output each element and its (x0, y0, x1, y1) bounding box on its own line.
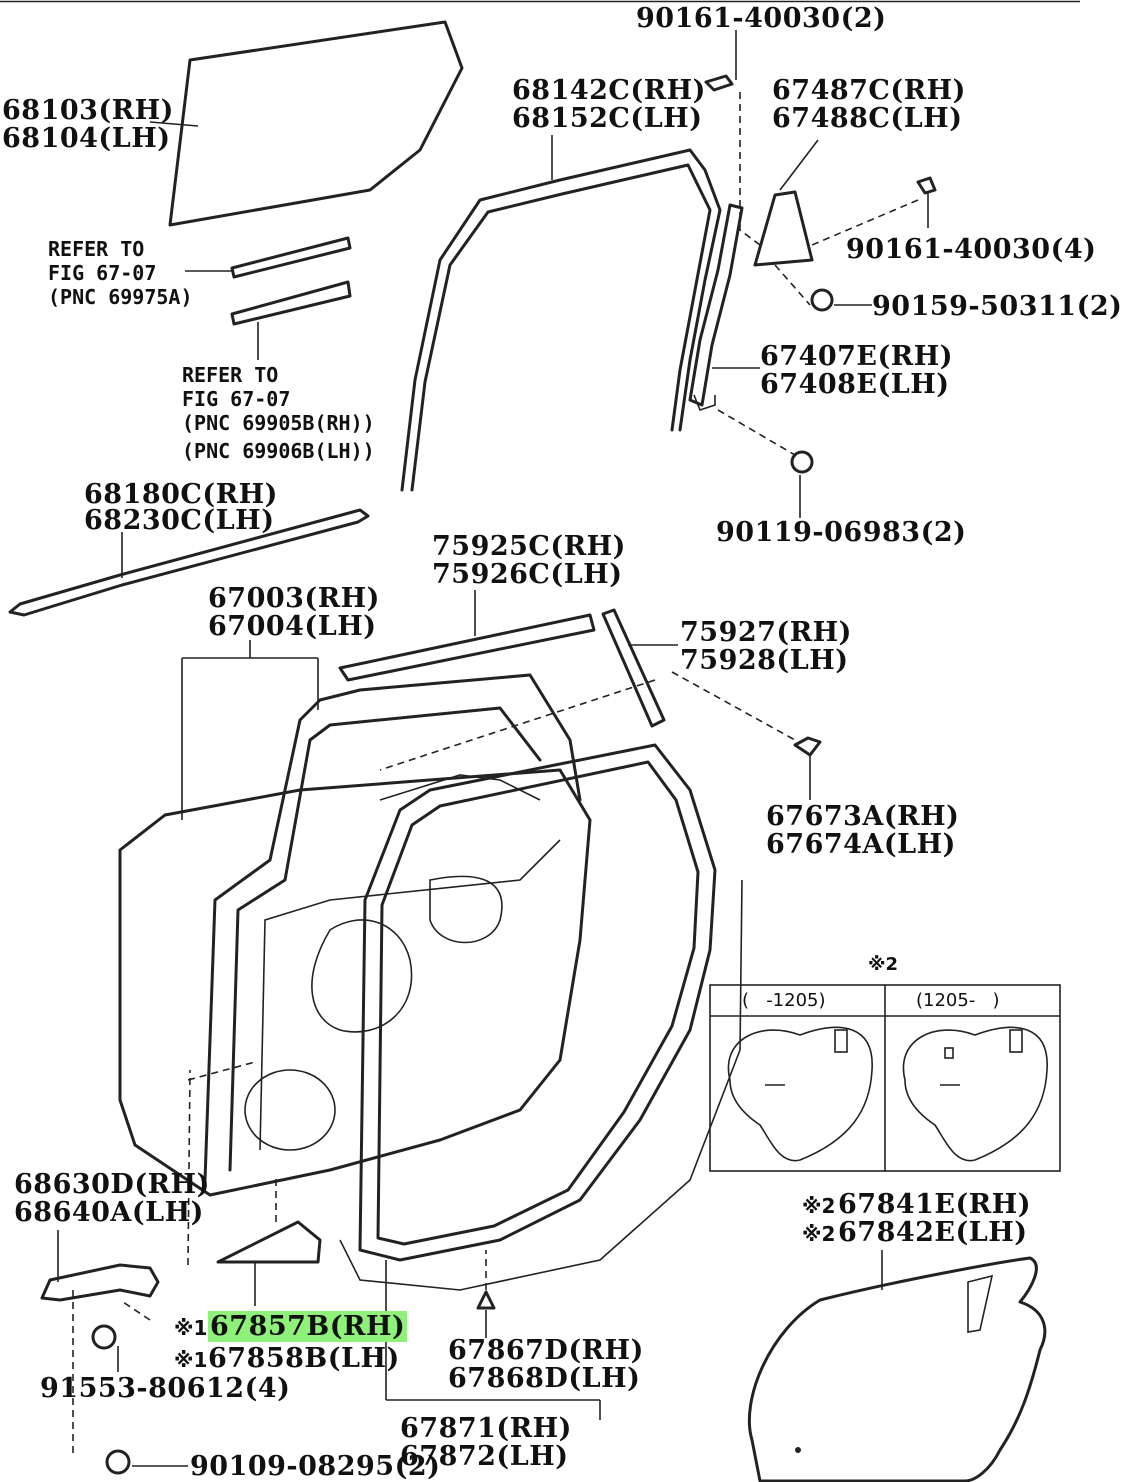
label-67673a: 67673A(RH) (766, 801, 960, 832)
inset-title: ※2 (868, 954, 899, 975)
label-75928: 75928(LH) (680, 645, 849, 676)
service-hole-cover-drawing (216, 1175, 322, 1306)
screw-icon (916, 176, 937, 228)
label-68152c: 68152C(LH) (512, 103, 703, 134)
label-67858b: 67858B(LH) (208, 1343, 400, 1374)
label-68142c: 68142C(RH) (512, 75, 706, 106)
label-75925c: 75925C(RH) (432, 531, 626, 562)
refer-note-2-line1: REFER TO (182, 363, 279, 387)
door-glass-drawing (149, 20, 464, 227)
label-91553-80612: 91553-80612(4) (40, 1373, 291, 1404)
label-68104: 68104(LH) (2, 123, 171, 154)
label-68180c: 68180C(RH) (84, 479, 278, 510)
label-67408e: 67408E(LH) (760, 369, 950, 400)
note-mark-2: ※2 (802, 1194, 836, 1218)
door-frame-weatherstrip-drawing (400, 135, 722, 492)
screw-icon (105, 1449, 188, 1475)
label-67674a: 67674A(LH) (766, 829, 956, 860)
label-90109-08295: 90109-08295(2) (190, 1451, 441, 1482)
label-90161-40030-4: 90161-40030(4) (846, 234, 1097, 265)
division-bar-drawing (688, 203, 760, 411)
label-67004: 67004(LH) (208, 611, 377, 642)
label-67872: 67872(LH) (400, 1441, 569, 1472)
label-67003: 67003(RH) (208, 583, 380, 614)
clip-icon (704, 30, 737, 92)
note-mark-1: ※1 (174, 1348, 208, 1372)
bolt-icon (91, 1324, 119, 1372)
belt-moulding-drawing (8, 508, 370, 617)
label-75926c: 75926C(LH) (432, 559, 623, 590)
label-75927: 75927(RH) (680, 617, 852, 648)
label-67867d: 67867D(RH) (448, 1335, 644, 1366)
note-mark-2: ※2 (802, 1222, 836, 1246)
door-trim-board-drawing (747, 1250, 1047, 1482)
refer-note-1-line2: FIG 67-07 (48, 261, 157, 285)
refer-note-1-line3: (PNC 69975A) (48, 285, 193, 309)
label-67842e: 67842E(LH) (838, 1217, 1028, 1248)
label-67488c: 67488C(LH) (772, 103, 963, 134)
note-mark-1: ※1 (174, 1316, 208, 1340)
inset-right-header: (1205- ) (916, 990, 1000, 1011)
clip-icon (793, 736, 822, 800)
glass-run-strips-drawing (185, 236, 352, 360)
refer-note-2-line3: (PNC 69905B(RH)) (182, 411, 375, 435)
bolt-icon (717, 409, 814, 518)
clip-icon (476, 1250, 496, 1338)
label-67871: 67871(RH) (400, 1413, 572, 1444)
label-67841e: 67841E(RH) (838, 1189, 1032, 1220)
door-shell-drawing (118, 640, 592, 1197)
label-67487c: 67487C(RH) (772, 75, 966, 106)
refer-note-2-line2: FIG 67-07 (182, 387, 291, 411)
label-90119-06983: 90119-06983(2) (716, 517, 967, 548)
door-mouldings-drawing (338, 590, 796, 771)
label-90161-40030-2: 90161-40030(2) (636, 3, 887, 34)
refer-note-2-line4: (PNC 69906B(LH)) (182, 439, 375, 463)
label-68230c: 68230C(LH) (84, 505, 275, 536)
label-67857b: 67857B(RH) (208, 1311, 408, 1342)
label-67868d: 67868D(LH) (448, 1363, 641, 1394)
quarter-window-drawing (739, 92, 919, 306)
label-68630d: 68630D(RH) (14, 1169, 210, 1200)
door-weatherstrip-drawing (339, 743, 743, 1420)
refer-note-1-line1: REFER TO (48, 237, 145, 261)
parts-diagram (0, 0, 1080, 1482)
label-68640a: 68640A(LH) (14, 1197, 204, 1228)
highlighted-part-number: 67857B(RH) (208, 1311, 408, 1342)
inset-box (709, 984, 1061, 1172)
label-67407e: 67407E(RH) (760, 341, 954, 372)
bolt-icon (810, 288, 872, 312)
inset-left-header: ( -1205) (742, 990, 826, 1011)
label-90159-50311: 90159-50311(2) (872, 291, 1122, 322)
label-68103: 68103(RH) (2, 95, 174, 126)
door-check-drawing (40, 1061, 256, 1455)
